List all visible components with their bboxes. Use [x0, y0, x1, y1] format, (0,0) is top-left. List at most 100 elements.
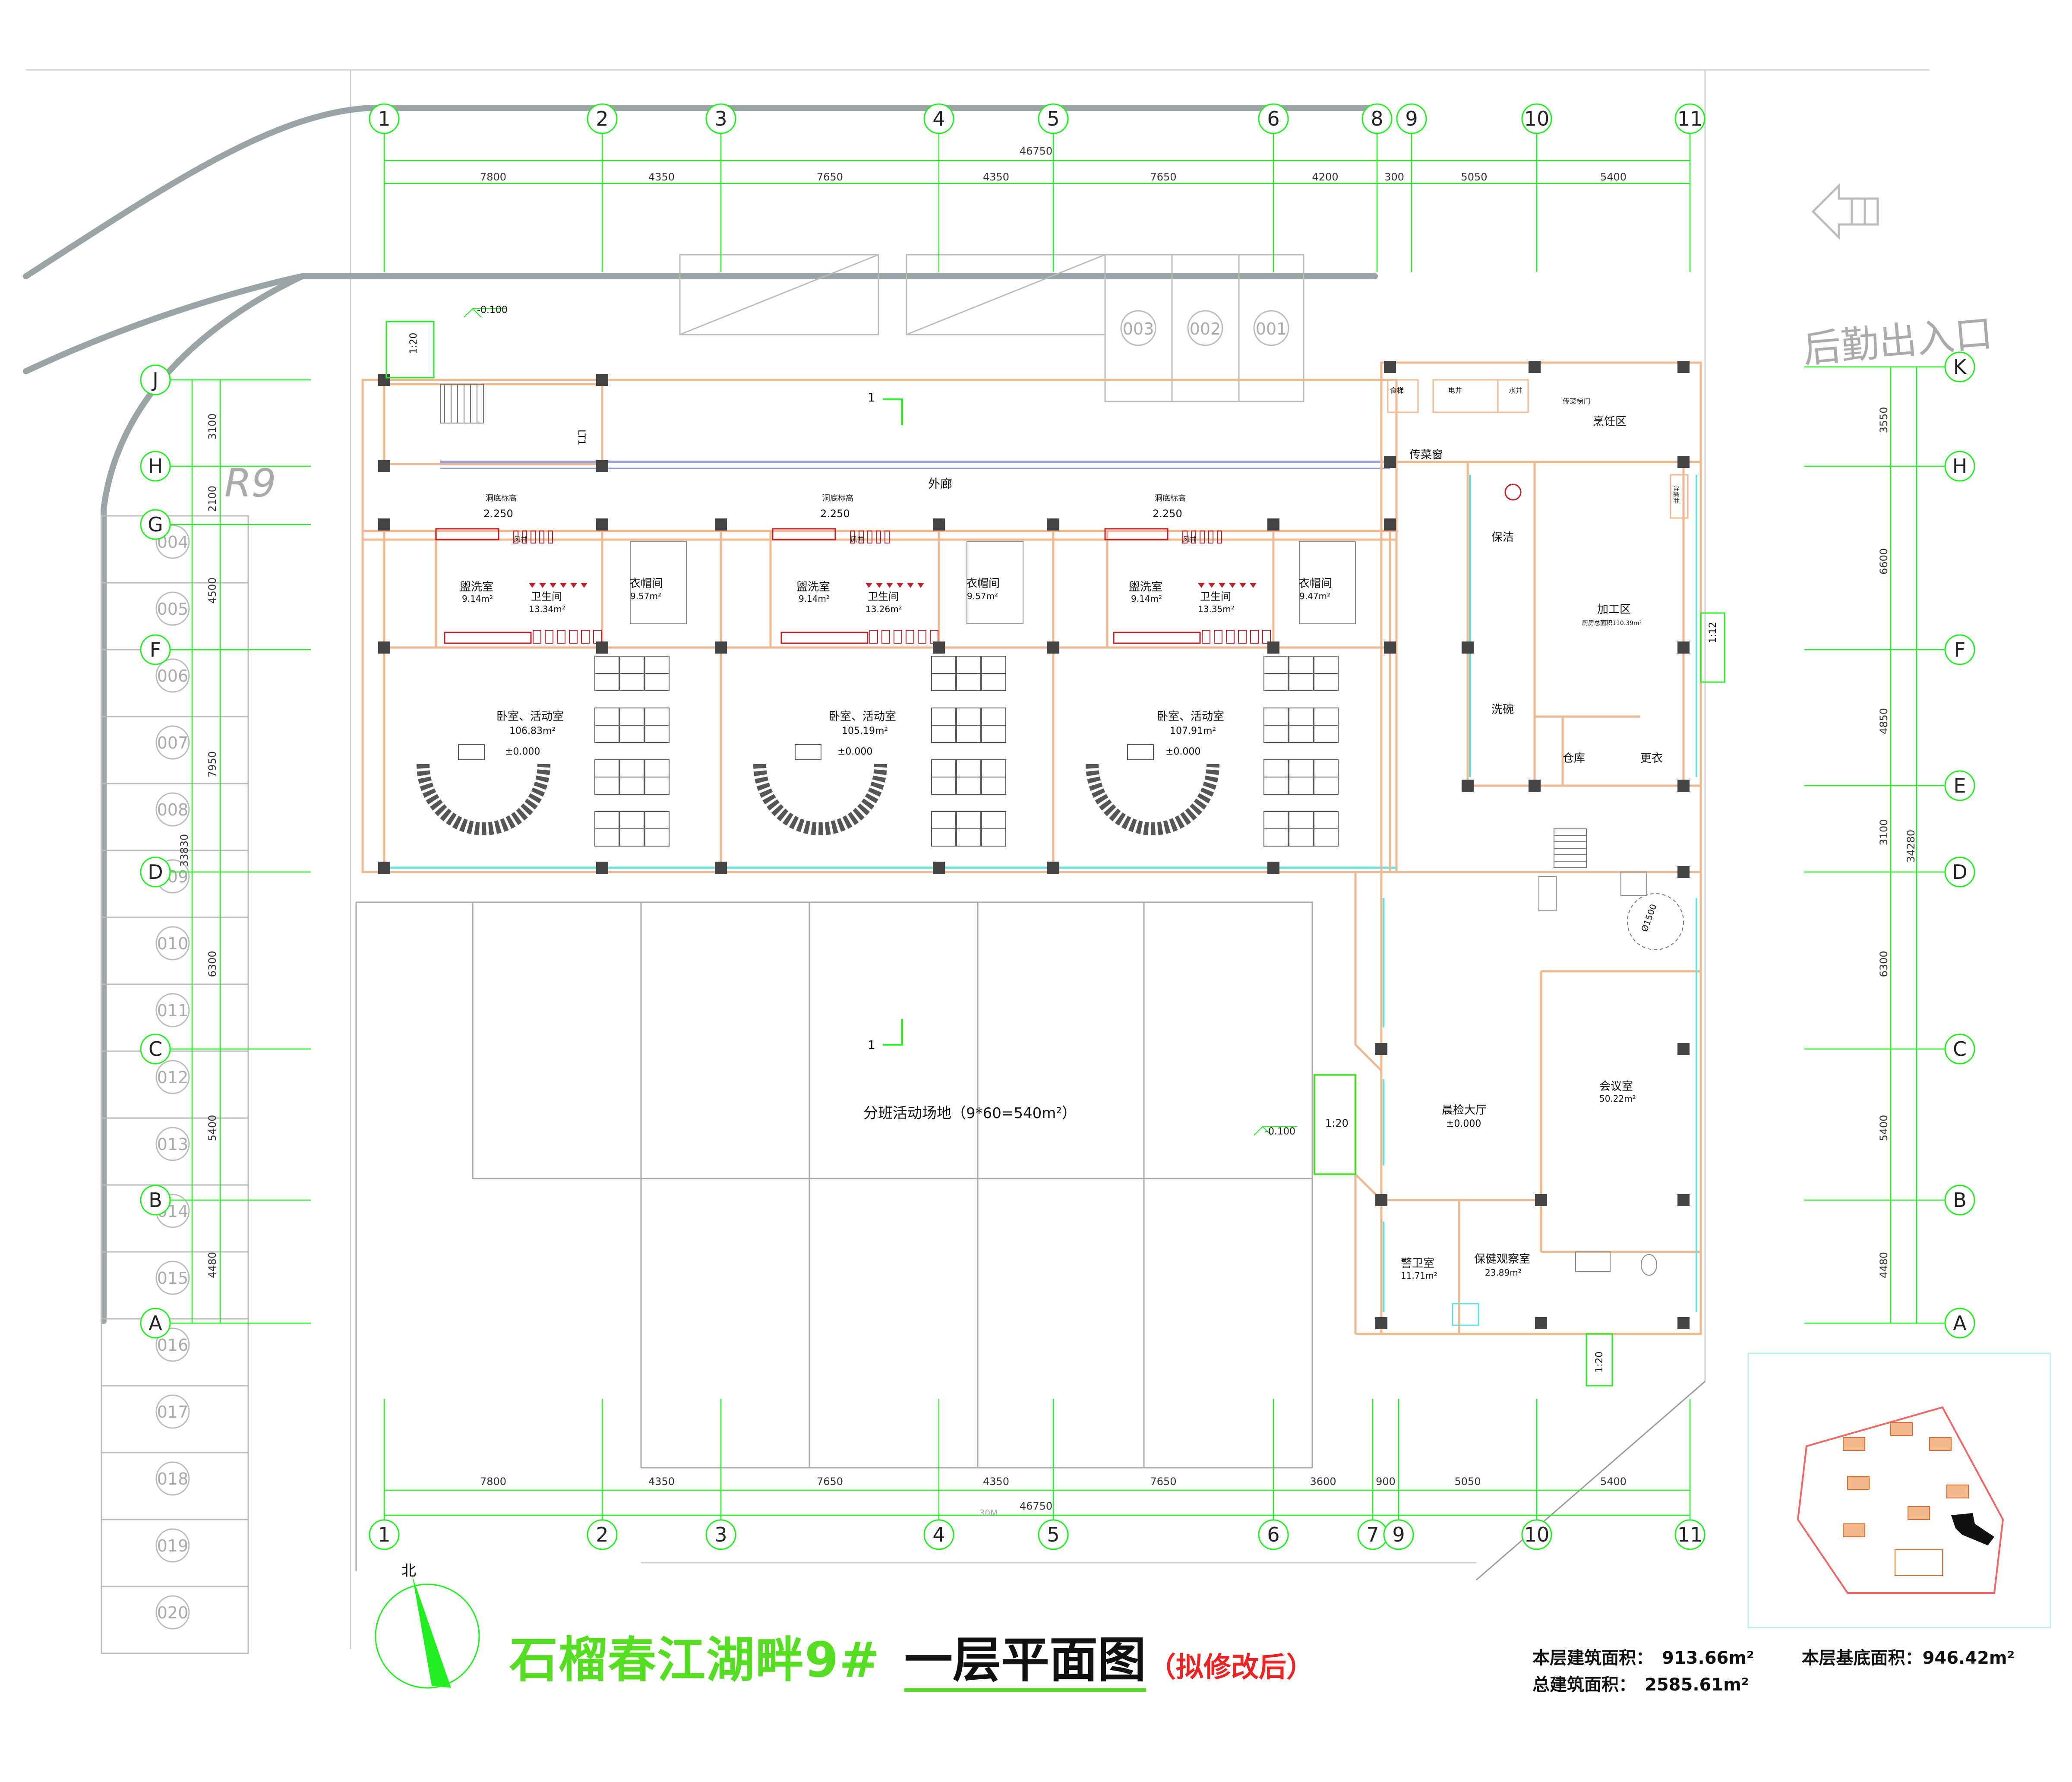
dim-bottom-5: 3600	[1310, 1476, 1336, 1488]
dim-left-total: 33830	[178, 834, 190, 867]
svg-text:016: 016	[157, 1336, 189, 1355]
dim-bottom-2: 7650	[817, 1476, 843, 1488]
ramp-slope-east: 1:12	[1708, 622, 1718, 643]
unit-2-wash-label: 盥洗室	[796, 581, 830, 594]
unit-2-level: ±0.000	[837, 746, 872, 757]
grid-axis-right-H: H	[1944, 451, 1975, 482]
section-mark-top	[883, 398, 903, 425]
kitchen-small-rooms	[1387, 379, 1689, 519]
svg-text:B: B	[148, 1188, 162, 1212]
column	[1375, 1043, 1387, 1055]
column	[1677, 456, 1690, 468]
grid-axis-bottom-11: 11	[1674, 1519, 1706, 1550]
parking-slot-010: 010	[101, 916, 249, 985]
grid-axis-left-C: C	[140, 1033, 171, 1065]
svg-text:4: 4	[932, 107, 945, 130]
parking-slot-008: 008	[101, 783, 249, 851]
drawing-title-block: 石榴春江湖畔9# 一层平面图 （拟修改后）	[509, 1621, 1314, 1692]
column	[1375, 1194, 1387, 1206]
dim-top-2: 7650	[817, 171, 843, 183]
grid-axis-top-11: 11	[1674, 103, 1706, 134]
column	[933, 518, 945, 531]
column	[596, 518, 608, 531]
kitchen-process-label: 加工区	[1597, 603, 1631, 616]
dim-bottom-6: 900	[1376, 1476, 1396, 1488]
column	[378, 518, 390, 531]
unit-2-mark: 洞底标高	[822, 494, 853, 503]
unit-2-wc-area: 13.26m²	[865, 604, 902, 614]
unit-1-level: ±0.000	[505, 746, 540, 757]
svg-text:11: 11	[1677, 107, 1703, 130]
column	[1535, 1194, 1547, 1206]
column	[1677, 1194, 1690, 1206]
unit-1-main-label: 卧室、活动室	[496, 710, 564, 723]
unit-2-mark-level: 2.250	[820, 508, 850, 520]
svg-text:G: G	[148, 513, 163, 536]
svg-text:008: 008	[157, 800, 189, 819]
section-mark-mid	[883, 1019, 903, 1046]
grid-axis-right-C: C	[1944, 1033, 1975, 1065]
unit-3-wc-label: 卫生间	[1200, 591, 1231, 603]
kitchen-oil-label: 油烟井	[1672, 486, 1679, 504]
dim-bottom-1: 4350	[648, 1476, 675, 1488]
kitchen-gas-label: 食梯	[1390, 386, 1404, 395]
dim-bottom-8: 5400	[1600, 1476, 1627, 1488]
svg-text:002: 002	[1190, 319, 1221, 338]
glazing-lines	[1383, 475, 1697, 1312]
grid-axis-right-K: K	[1944, 351, 1975, 382]
grid-axis-right-A: A	[1944, 1308, 1975, 1339]
unit-3-wash-area: 9.14m²	[1131, 594, 1162, 604]
floor-area-label: 本层建筑面积：	[1532, 1648, 1653, 1668]
building-walls	[361, 361, 1702, 1335]
unit-3-cloak-label: 衣帽间	[1298, 577, 1332, 590]
dim-top-0: 7800	[480, 171, 506, 183]
dim-top-3: 4350	[983, 171, 1009, 183]
svg-text:A: A	[1953, 1311, 1967, 1335]
unit-3-wash-label: 盥洗室	[1129, 581, 1162, 594]
north-label: 北	[401, 1562, 416, 1580]
dim-right-6: 4480	[1878, 1252, 1890, 1278]
north-arrow-icon	[375, 1576, 480, 1689]
svg-text:H: H	[1952, 455, 1968, 478]
grid-axis-left-F: F	[140, 634, 171, 665]
svg-text:F: F	[1954, 638, 1965, 661]
level-marker-mid	[1254, 1126, 1297, 1136]
svg-text:012: 012	[157, 1068, 189, 1087]
column	[596, 374, 608, 386]
grid-axis-top-8: 8	[1361, 103, 1393, 134]
parking-slot-020: 020	[101, 1586, 249, 1654]
grid-axis-bottom-3: 3	[705, 1519, 736, 1550]
dim-bottom-0: 7800	[480, 1476, 506, 1488]
unit-1-wash-area: 9.14m²	[462, 594, 493, 604]
ramp-slope-west: 1:20	[1325, 1117, 1349, 1129]
unit-1-shaft: 风井	[514, 535, 527, 543]
entrance-ramp-east	[1700, 612, 1725, 683]
parking-slot-006: 006	[101, 649, 249, 717]
kitchen-cooking-label: 烹饪区	[1593, 415, 1627, 428]
grid-lines	[168, 134, 1947, 1520]
dim-bottom-7: 5050	[1454, 1476, 1481, 1488]
dim-top-8: 5400	[1600, 171, 1627, 183]
column	[1535, 1317, 1547, 1329]
grid-axis-left-J: J	[140, 364, 171, 395]
hall-label: 晨检大厅	[1442, 1104, 1487, 1117]
column	[1529, 780, 1541, 792]
unit-3-shaft: 风井	[1183, 535, 1197, 543]
column	[1384, 518, 1396, 531]
svg-text:1: 1	[378, 1523, 390, 1546]
playground-area	[355, 901, 1313, 1571]
grid-axis-bottom-1: 1	[369, 1519, 400, 1550]
svg-text:B: B	[1953, 1188, 1967, 1212]
svg-text:9: 9	[1392, 1523, 1405, 1546]
svg-text:8: 8	[1371, 107, 1383, 130]
dim-left-6: 4480	[206, 1252, 218, 1278]
entrance-ramp-nw	[385, 321, 435, 379]
furniture	[417, 483, 1657, 1326]
grid-axis-bottom-4: 4	[923, 1519, 954, 1550]
column	[1677, 1317, 1690, 1329]
parking-slot-004: 004	[101, 515, 249, 584]
svg-text:015: 015	[157, 1269, 189, 1288]
base-area-value: 946.42m²	[1922, 1648, 2015, 1668]
health-room-area: 23.89m²	[1485, 1267, 1522, 1278]
